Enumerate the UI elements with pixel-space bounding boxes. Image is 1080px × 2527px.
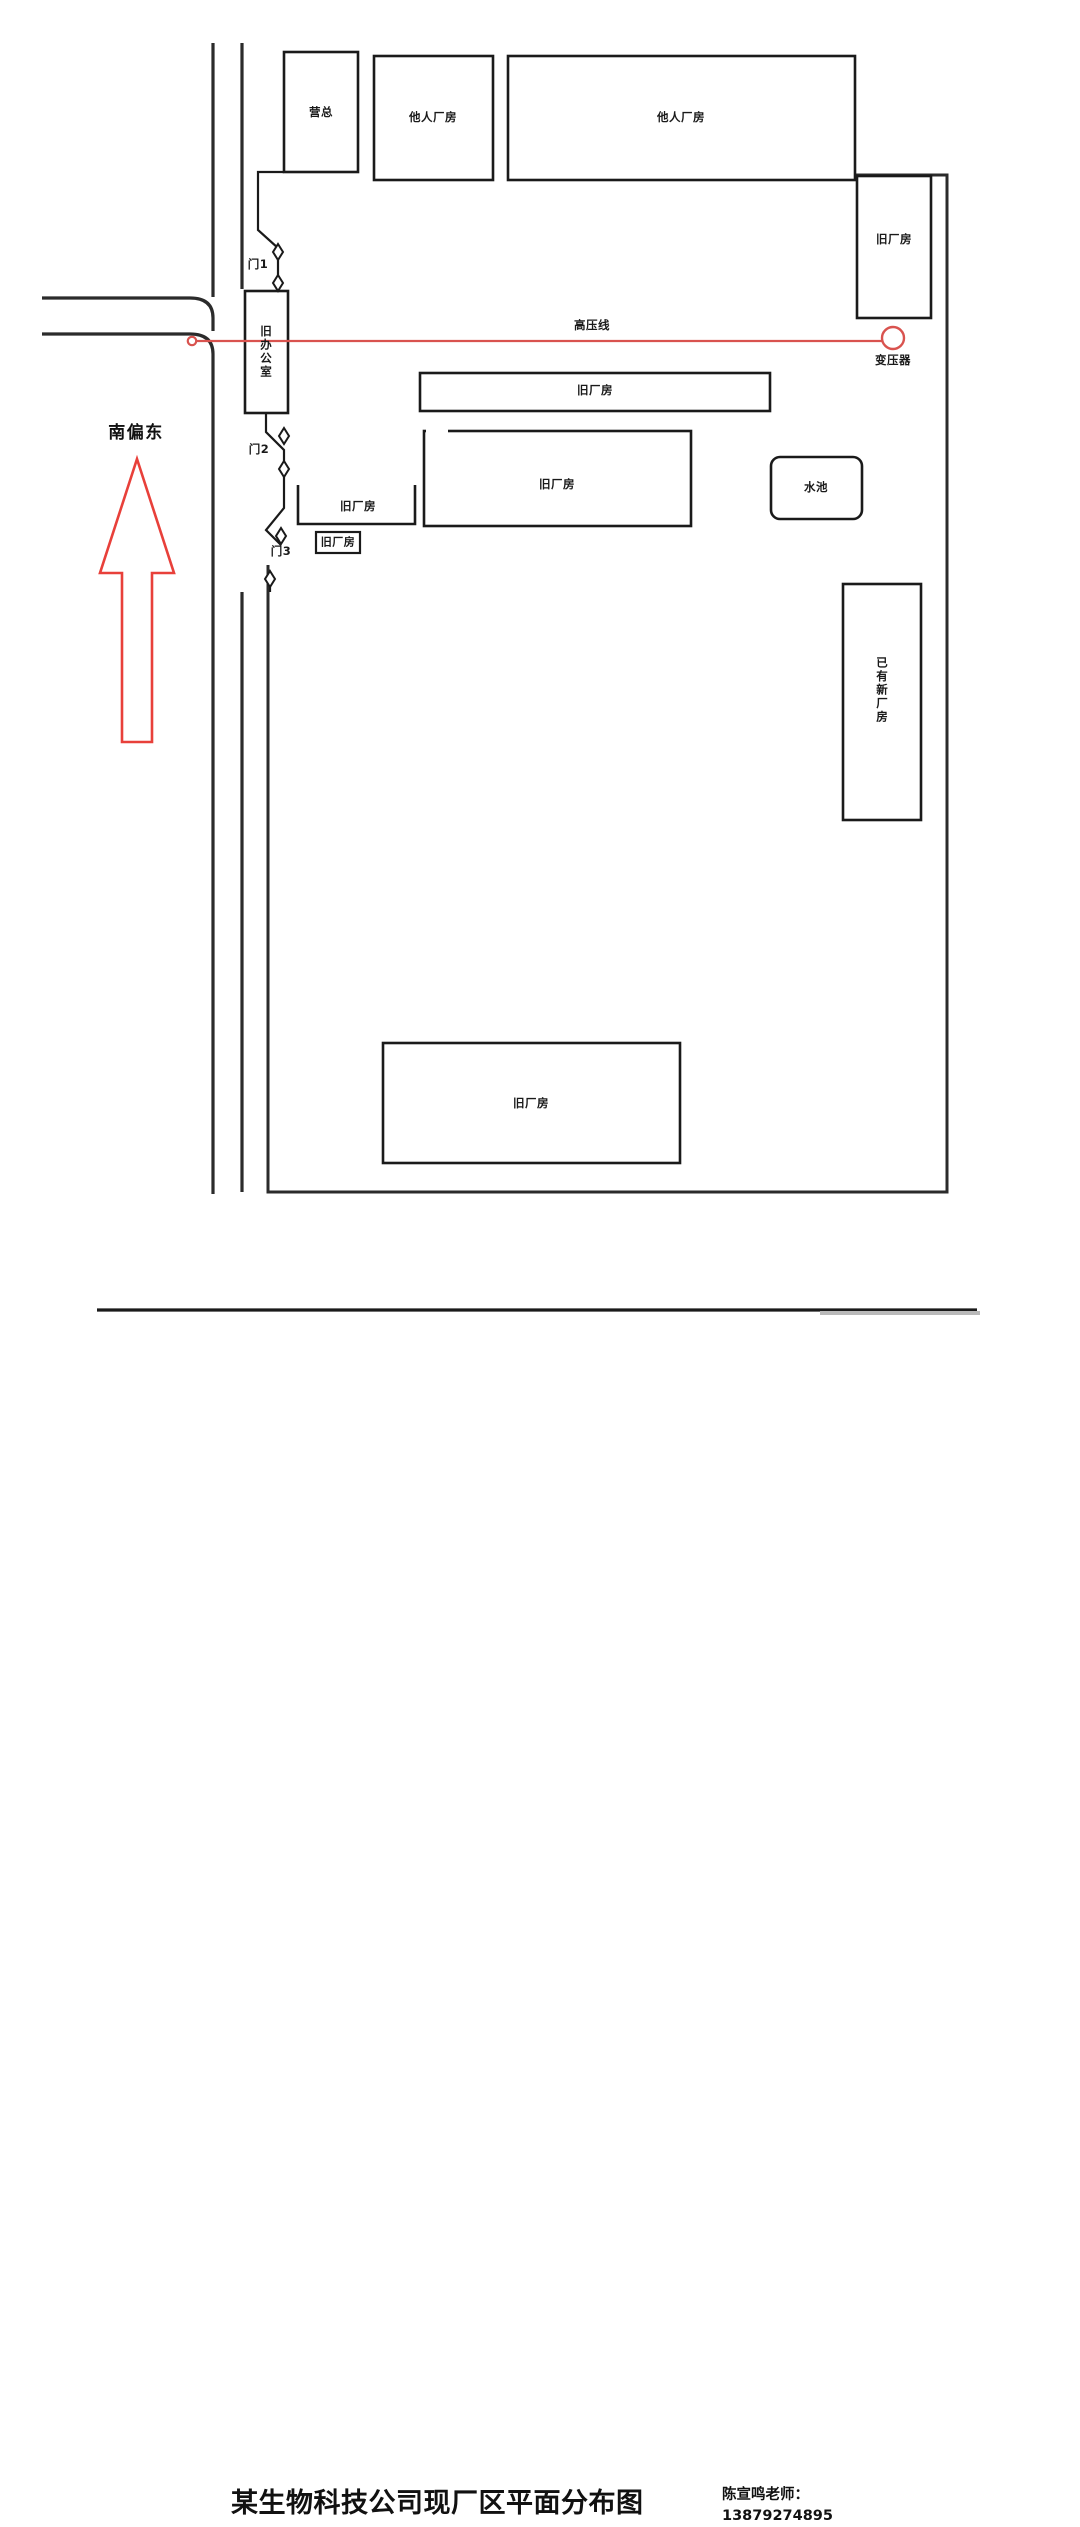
building-old-plant-s-shape <box>381 1041 682 1165</box>
transformer-label: 变压器 <box>875 353 911 368</box>
building-label-old-plant-mid-1: 旧厂房 <box>577 383 613 398</box>
building-label-others-2: 他人厂房 <box>657 110 705 125</box>
compass-arrow-shape <box>98 454 176 744</box>
contact-phone: 13879274895 <box>722 2508 833 2525</box>
gate-marker-1a <box>271 242 285 262</box>
building-old-plant-mid-1-shape <box>418 371 772 413</box>
factory-plan-diagram: 营总 他人厂房 他人厂房 旧厂房 旧办公室 旧厂房 旧厂房 旧厂房 旧厂房 水池… <box>0 43 1080 2525</box>
building-label-others-1: 他人厂房 <box>409 110 457 125</box>
gate-marker-3a <box>274 526 288 546</box>
building-label-old-plant-w: 旧厂房 <box>340 499 376 514</box>
gate-markers <box>263 242 291 589</box>
building-label-old-plant-mid-2: 旧厂房 <box>539 477 575 492</box>
plan-drawing-canvas <box>42 43 980 1315</box>
building-old-plant-w-shape <box>296 485 417 526</box>
road-network <box>42 43 244 1194</box>
fence-lower <box>264 413 286 546</box>
gate-marker-2b <box>277 459 291 479</box>
compass-arrow <box>98 454 176 744</box>
building-label-old-plant-ne: 旧厂房 <box>876 232 912 247</box>
gate-label-2: 门2 <box>248 442 270 457</box>
gate-label-3: 门3 <box>270 544 292 559</box>
high-voltage-line-label: 高压线 <box>574 318 610 333</box>
high-voltage-line <box>186 325 906 351</box>
building-old-plant-tag-shape <box>314 530 362 555</box>
contact-name: 陈宣鸣老师： <box>722 2487 809 2503</box>
building-label-new-plant: 已有新厂房 <box>875 656 890 724</box>
gate-marker-2a <box>277 426 291 446</box>
road-horizontal-upper-kerb <box>42 296 215 331</box>
road-horizontal-lower-kerb <box>42 332 215 1194</box>
building-ying-zong-shape <box>282 50 360 174</box>
building-old-plant-mid-2-shape <box>422 429 693 528</box>
hv-left-node <box>186 335 198 347</box>
page-title: 某生物科技公司现厂区平面分布图 <box>231 2488 644 2519</box>
title-block: 某生物科技公司现厂区平面分布图 陈宣鸣老师： 13879274895 <box>0 1240 1080 2524</box>
building-others-2-shape <box>506 54 857 182</box>
building-others-1-shape <box>372 54 495 182</box>
building-pool-shape <box>769 455 864 521</box>
contact-info: 陈宣鸣老师： 13879274895 <box>722 2485 833 2527</box>
building-new-plant-shape <box>841 582 923 822</box>
gate-marker-3b <box>263 569 277 589</box>
building-label-old-plant-tag: 旧厂房 <box>320 535 356 549</box>
title-rule <box>97 1308 980 1315</box>
building-label-old-plant-s: 旧厂房 <box>513 1096 549 1111</box>
building-label-pool: 水池 <box>804 480 828 495</box>
building-label-ying-zong: 营总 <box>309 105 333 120</box>
transformer-node <box>880 325 906 351</box>
building-label-old-office: 旧办公室 <box>259 325 274 379</box>
building-shapes <box>243 50 933 1165</box>
building-old-plant-ne-shape <box>855 174 933 320</box>
compass-direction-label: 南偏东 <box>108 422 164 443</box>
gate-marker-1b <box>271 273 285 293</box>
gate-label-1: 门1 <box>247 257 269 272</box>
